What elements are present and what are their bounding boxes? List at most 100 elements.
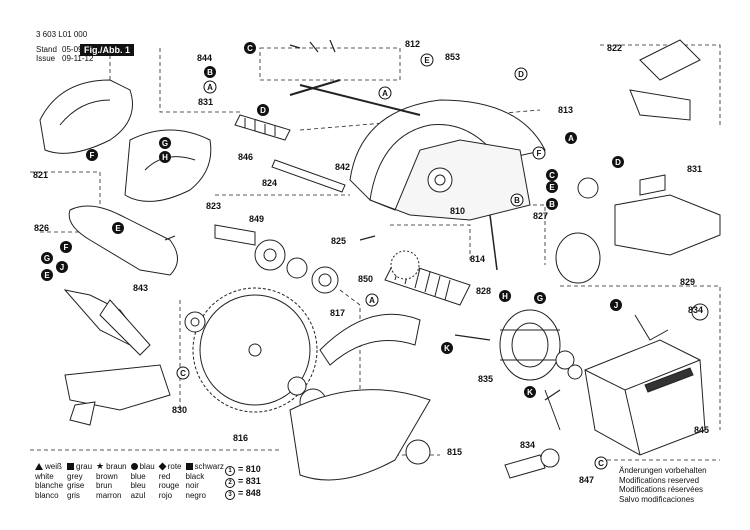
svg-text:A: A [568, 134, 574, 143]
part-label-824: 824 [262, 178, 277, 188]
part-label-834-top: 834 [688, 305, 703, 315]
svg-text:D: D [518, 70, 524, 79]
part-label-830: 830 [172, 405, 187, 415]
connector-g-left: G [159, 137, 171, 149]
svg-text:F: F [64, 243, 69, 252]
connector-a-center: A [378, 86, 392, 100]
connector-d-top: D [514, 67, 528, 81]
note-de: Änderungen vorbehalten [619, 466, 707, 475]
part-label-823: 823 [206, 201, 221, 211]
motor-housing [584, 339, 706, 456]
svg-text:G: G [162, 139, 168, 148]
svg-text:F: F [537, 149, 542, 158]
modification-notes: Änderungen vorbehalten Modifications res… [619, 466, 707, 504]
part-label-834-bottom: 834 [520, 440, 535, 450]
connector-c-bottom: C [594, 456, 608, 470]
note-fr: Modifications réservées [619, 485, 704, 494]
svg-text:B: B [514, 196, 520, 205]
connector-e-handle: E [112, 222, 124, 234]
part-label-843: 843 [133, 283, 148, 293]
connector-c-top: C [244, 42, 256, 54]
svg-text:K: K [444, 344, 450, 353]
connector-e-top: E [420, 53, 434, 67]
part-label-814: 814 [470, 254, 485, 264]
connector-d-left: D [257, 104, 269, 116]
gearbox-parts [214, 224, 339, 294]
svg-text:E: E [44, 271, 50, 280]
connector-j-right: J [610, 299, 622, 311]
stand-label: Stand [36, 45, 57, 54]
connector-k-center: K [441, 342, 453, 354]
svg-text:E: E [115, 224, 121, 233]
connector-f-lower: F [60, 241, 72, 253]
issue-value: 09-11-12 [62, 54, 94, 63]
issue-label: Issue [36, 54, 56, 63]
part-label-827: 827 [533, 211, 548, 221]
part-label-812: 812 [405, 39, 420, 49]
part-label-853: 853 [445, 52, 460, 62]
part-label-849: 849 [249, 214, 264, 224]
svg-text:B: B [207, 68, 213, 77]
connector-d-right: D [612, 156, 624, 168]
circle-3-icon: 3 [225, 490, 235, 500]
star-icon: ★ [96, 461, 105, 471]
reference-831: 2= 831 [225, 476, 261, 488]
svg-text:A: A [369, 296, 375, 305]
part-label-828: 828 [476, 286, 491, 296]
svg-text:H: H [502, 292, 508, 301]
part-label-817: 817 [330, 308, 345, 318]
svg-text:G: G [537, 294, 543, 303]
connector-b-left: B [204, 66, 216, 78]
reference-key: 1= 810 2= 831 3= 848 [225, 464, 261, 500]
svg-text:J: J [614, 301, 618, 310]
power-cord-parts [504, 303, 709, 479]
svg-text:F: F [90, 151, 95, 160]
lower-blade-guard [289, 313, 431, 481]
part-label-831-right: 831 [687, 164, 702, 174]
svg-text:A: A [207, 83, 213, 92]
part-label-826: 826 [34, 223, 49, 233]
stand-value: 05-09 [62, 45, 83, 54]
fence-parts [63, 289, 171, 426]
connector-a-right: A [565, 132, 577, 144]
svg-text:K: K [527, 388, 533, 397]
part-label-844: 844 [197, 53, 212, 63]
connector-f-center: F [532, 146, 546, 160]
svg-text:A: A [382, 89, 388, 98]
part-label-815: 815 [447, 447, 462, 457]
part-label-850: 850 [358, 274, 373, 284]
svg-text:C: C [549, 171, 555, 180]
part-label-821: 821 [33, 170, 48, 180]
connector-c-lower: C [176, 366, 190, 380]
upper-blade-guard [349, 99, 546, 221]
svg-text:E: E [424, 56, 430, 65]
reference-848: 3= 848 [225, 488, 261, 500]
part-label-847: 847 [579, 475, 594, 485]
diamond-icon [158, 462, 167, 471]
connector-e-lower: E [41, 269, 53, 281]
dot-icon [130, 463, 138, 470]
switch-assembly [577, 39, 721, 256]
square-icon [67, 463, 75, 470]
connector-g-lower: G [41, 252, 53, 264]
part-label-810: 810 [450, 206, 465, 216]
square-icon [185, 463, 193, 470]
part-label-813: 813 [558, 105, 573, 115]
part-label-835: 835 [478, 374, 493, 384]
svg-text:D: D [260, 106, 266, 115]
motor-stator [499, 309, 583, 381]
connector-b-center: B [510, 193, 524, 207]
svg-text:C: C [247, 44, 253, 53]
svg-text:B: B [549, 200, 555, 209]
circle-1-icon: 1 [225, 466, 235, 476]
note-es: Salvo modificaciones [619, 494, 695, 504]
part-label-816: 816 [233, 433, 248, 443]
